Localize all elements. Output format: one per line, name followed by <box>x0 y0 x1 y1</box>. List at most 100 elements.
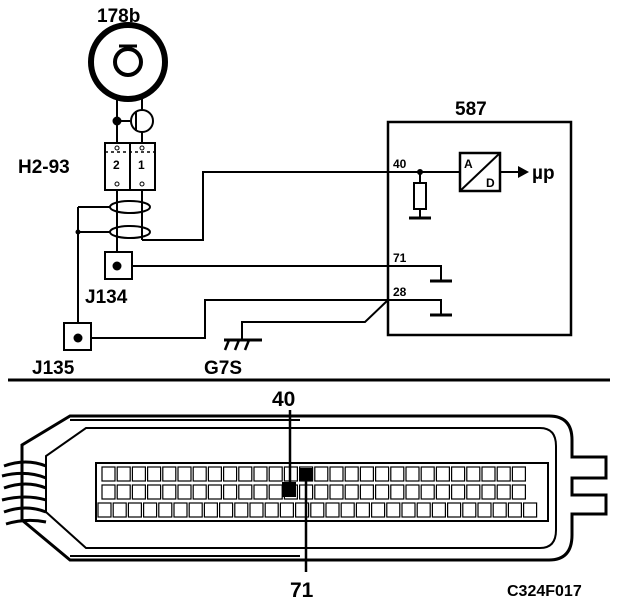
plug-pin-cell <box>188 502 203 518</box>
plug-pin-cell <box>112 502 127 518</box>
plug-pin-cell <box>496 466 511 482</box>
plug-pin-cell <box>435 466 450 482</box>
plug-pin-cell <box>116 484 131 500</box>
plug-pin-grid <box>97 466 538 518</box>
figure-code: C324F017 <box>507 583 582 600</box>
plug-pin-40-callout: 40 <box>272 388 295 411</box>
plug-pin-cell <box>344 466 359 482</box>
plug-pin-cell <box>447 502 462 518</box>
plug-pin-cell <box>268 484 283 500</box>
plug-pin-cell <box>268 466 283 482</box>
plug-pin-cell <box>177 484 192 500</box>
plug-pin-cell <box>329 466 344 482</box>
plug-pin-cell <box>173 502 188 518</box>
plug-pin-cell <box>451 466 466 482</box>
ad-converter: A D µp <box>458 151 555 193</box>
plug-pin-cell <box>420 484 435 500</box>
plug-pin-cell <box>451 484 466 500</box>
plug-pin-cell <box>359 484 374 500</box>
plug-pin-cell <box>371 502 386 518</box>
adc-d-label: D <box>486 176 495 190</box>
ecu-pin-71: 71 <box>393 251 407 265</box>
plug-pin-cell <box>355 502 370 518</box>
connector-label: H2-93 <box>18 157 70 178</box>
ecu-pin-28: 28 <box>393 285 407 299</box>
plug-pin-cell <box>219 502 234 518</box>
plug-pin-cell <box>192 484 207 500</box>
plug-pin-cell <box>162 466 177 482</box>
plug-pin-cell <box>147 466 162 482</box>
plug-pin-cell <box>359 466 374 482</box>
plug-pin-cell <box>435 484 450 500</box>
plug-pin-cell <box>223 466 238 482</box>
plug-pin-cell <box>147 484 162 500</box>
ecu-label: 587 <box>455 99 487 120</box>
plug-pin-cell <box>249 502 264 518</box>
plug-pin-cell <box>496 484 511 500</box>
junction-j134: J134 <box>85 251 388 308</box>
ecu-plug: 40 71 <box>1 388 608 602</box>
plug-pin-cell <box>203 502 218 518</box>
plug-pin-cell <box>314 466 329 482</box>
plug-pin-cell <box>162 484 177 500</box>
plug-pin-cell <box>431 502 446 518</box>
plug-pin-cell <box>238 484 253 500</box>
ground-g7s: G7S <box>204 299 389 379</box>
plug-pin-cell <box>511 484 527 500</box>
plug-pin-cell <box>466 484 481 500</box>
plug-pin-cell <box>116 466 131 482</box>
plug-pin-cell <box>386 502 401 518</box>
plug-pin-cell <box>481 484 496 500</box>
plug-pin-cell <box>101 484 116 500</box>
plug-pin-cell <box>264 502 279 518</box>
plug-pin-cell <box>420 466 435 482</box>
plug-pin-cell <box>507 502 522 518</box>
plug-pin-cell <box>223 484 238 500</box>
plug-pin-cell <box>511 466 527 482</box>
plug-pin-cell <box>238 466 253 482</box>
plug-pin-cell <box>390 466 405 482</box>
plug-pin-cell <box>329 484 344 500</box>
plug-pin-cell <box>131 466 146 482</box>
plug-pin-cell <box>253 466 268 482</box>
plug-pin-cell <box>192 466 207 482</box>
plug-pin-cell <box>477 502 492 518</box>
connector-pin-2: 2 <box>113 158 120 172</box>
plug-pin-cell <box>375 466 390 482</box>
plug-pin-cell <box>405 466 420 482</box>
plug-pin-cell <box>177 466 192 482</box>
plug-pin-cell <box>325 502 340 518</box>
plug-pin-cell <box>375 484 390 500</box>
plug-pin-cell <box>314 484 329 500</box>
plug-pin-cell <box>344 484 359 500</box>
plug-pin-cell <box>234 502 249 518</box>
plug-pin-cell <box>466 466 481 482</box>
plug-pin-cell <box>310 502 325 518</box>
ground-label: G7S <box>204 358 242 379</box>
connector-pin-1: 1 <box>138 158 145 172</box>
plug-pin-cell <box>207 484 222 500</box>
plug-pin-cell <box>492 502 507 518</box>
plug-pin-cell <box>143 502 158 518</box>
ecu-pin-40: 40 <box>393 157 407 171</box>
microprocessor-label: µp <box>532 163 555 184</box>
plug-pin-cell <box>158 502 173 518</box>
junction-j135-label: J135 <box>32 358 75 379</box>
plug-pin-cell <box>101 466 116 482</box>
junction-j135: J135 <box>32 299 388 379</box>
plug-pin-71-callout: 71 <box>290 579 314 602</box>
connector-h2-93: H2-93 2 1 <box>18 142 156 191</box>
plug-pin-cell <box>207 466 222 482</box>
plug-pin-cell <box>522 502 538 518</box>
plug-pin-cell <box>253 484 268 500</box>
plug-pin-cell <box>405 484 420 500</box>
junction-j134-label: J134 <box>85 287 128 308</box>
plug-pin-cell <box>481 466 496 482</box>
plug-pin-cell <box>131 484 146 500</box>
adc-a-label: A <box>464 157 473 171</box>
plug-pin-cell <box>462 502 477 518</box>
plug-pin-cell <box>97 502 112 518</box>
ecu-587: 587 40 71 28 <box>386 99 573 337</box>
plug-pin-cell <box>340 502 355 518</box>
